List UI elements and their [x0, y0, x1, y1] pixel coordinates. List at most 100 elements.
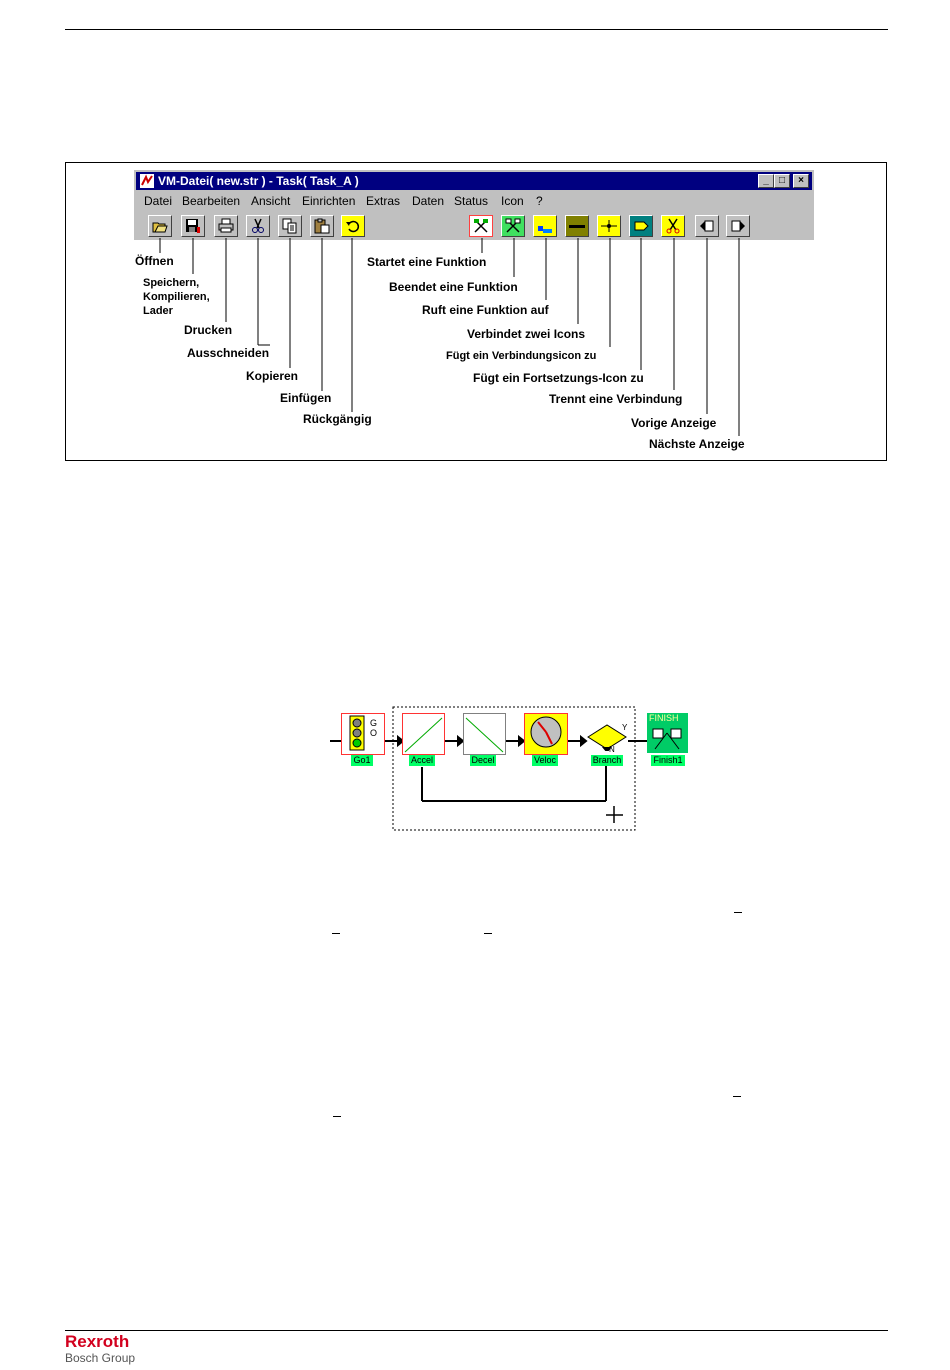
traffic-light-icon — [349, 715, 365, 751]
next-view-icon — [731, 220, 745, 232]
call-function-button[interactable] — [533, 215, 557, 237]
menu-help[interactable]: ? — [536, 194, 543, 208]
call-function-icon — [538, 226, 552, 233]
menu-status[interactable]: Status — [454, 194, 489, 208]
node-decel[interactable] — [463, 713, 506, 755]
disconnect-button[interactable] — [661, 215, 685, 237]
continuation-icon — [634, 221, 649, 231]
label-einfuegen: Einfügen — [280, 391, 332, 405]
dash-mark — [332, 933, 340, 934]
connect-icons-button[interactable] — [565, 215, 589, 237]
node-branch[interactable]: Y N — [586, 721, 628, 754]
node-label-accel: Accel — [409, 755, 435, 766]
end-function-icon — [505, 218, 521, 233]
node-label-go1: Go1 — [351, 755, 373, 766]
branch-n: N — [609, 745, 615, 754]
dash-mark — [484, 933, 492, 934]
label-kopieren: Kopieren — [246, 369, 299, 383]
bottom-rule — [65, 1330, 888, 1331]
figure-frame — [65, 162, 887, 461]
label-verbindungsicon: Fügt ein Verbindungsicon zu — [446, 350, 597, 362]
save-button[interactable] — [181, 215, 205, 237]
app-icon — [140, 174, 154, 188]
label-startet: Startet eine Funktion — [367, 255, 487, 269]
menu-daten[interactable]: Daten — [412, 194, 445, 208]
paste-icon — [314, 218, 330, 234]
node-go1[interactable]: GO — [341, 713, 385, 755]
node-accel[interactable] — [402, 713, 445, 755]
open-button[interactable] — [148, 215, 172, 237]
dash-mark — [733, 1096, 741, 1097]
label-kompilieren: Kompilieren, — [143, 291, 210, 303]
title-bar: VM-Datei( new.str ) - Task( Task_A ) _ □… — [136, 172, 812, 190]
node-veloc[interactable] — [524, 713, 568, 755]
disconnect-icon — [666, 218, 680, 234]
paste-button[interactable] — [310, 215, 334, 237]
end-function-button[interactable] — [501, 215, 525, 237]
continuation-button[interactable] — [629, 215, 653, 237]
speedometer-icon — [530, 716, 562, 748]
menu-ansicht[interactable]: Ansicht — [251, 194, 291, 208]
label-speichern: Speichern, — [143, 277, 200, 289]
connector-button[interactable] — [597, 215, 621, 237]
start-function-icon — [474, 219, 488, 233]
print-icon — [218, 218, 234, 233]
brand-logo: Rexroth Bosch Group — [65, 1332, 136, 1366]
label-oeffnen: Öffnen — [135, 254, 174, 268]
brand-group: Bosch Group — [65, 1351, 136, 1365]
label-trennt: Trennt eine Verbindung — [549, 392, 683, 406]
node-label-decel: Decel — [470, 755, 496, 766]
label-vorige: Vorige Anzeige — [631, 416, 717, 430]
label-naechste: Nächste Anzeige — [649, 437, 745, 451]
print-button[interactable] — [214, 215, 238, 237]
label-lader: Lader — [143, 305, 173, 317]
label-beendet: Beendet eine Funktion — [389, 280, 518, 294]
callout-lines — [159, 238, 740, 436]
connector-icon — [601, 220, 617, 232]
minimize-button[interactable]: _ — [758, 174, 774, 188]
dash-mark — [333, 1116, 341, 1117]
label-ausschneiden: Ausschneiden — [187, 346, 270, 360]
menu-datei[interactable]: Datei — [144, 194, 173, 208]
maximize-button[interactable]: □ — [774, 174, 790, 188]
top-rule — [65, 29, 888, 30]
label-verbindet: Verbindet zwei Icons — [467, 327, 586, 341]
brand-name: Rexroth — [65, 1332, 130, 1351]
node-label-veloc: Veloc — [532, 755, 558, 766]
menu-bar: Datei Bearbeiten Ansicht Einrichten Extr… — [136, 192, 812, 210]
previous-view-icon — [700, 220, 714, 232]
app-window: VM-Datei( new.str ) - Task( Task_A ) _ □… — [134, 170, 814, 240]
save-compile-icon — [186, 219, 200, 233]
copy-icon — [282, 218, 297, 234]
undo-icon — [346, 220, 360, 233]
label-rueckgaengig: Rückgängig — [303, 412, 372, 426]
go-text: GO — [370, 718, 378, 738]
branch-y: Y — [622, 723, 628, 732]
menu-bearbeiten[interactable]: Bearbeiten — [182, 194, 241, 208]
node-finish1[interactable]: FINISH — [647, 713, 688, 753]
menu-icon[interactable]: Icon — [501, 194, 524, 208]
ramp-up-icon — [404, 717, 443, 753]
next-view-button[interactable] — [726, 215, 750, 237]
open-icon — [152, 222, 168, 233]
menu-einrichten[interactable]: Einrichten — [302, 194, 356, 208]
close-button[interactable]: × — [793, 174, 809, 188]
branch-diamond-icon — [587, 724, 627, 753]
label-fortsetzung: Fügt ein Fortsetzungs-Icon zu — [473, 371, 644, 385]
flowchart-canvas — [330, 706, 647, 831]
flowchart: GO Go1 Accel Decel Veloc Y N Branch FINI… — [325, 705, 695, 835]
finish-text: FINISH — [649, 713, 679, 723]
copy-button[interactable] — [278, 215, 302, 237]
cut-icon — [252, 218, 264, 233]
menu-extras[interactable]: Extras — [366, 194, 401, 208]
previous-view-button[interactable] — [695, 215, 719, 237]
node-label-branch: Branch — [591, 755, 623, 766]
undo-button[interactable] — [341, 215, 365, 237]
connect-icons-icon — [569, 225, 585, 228]
cut-button[interactable] — [246, 215, 270, 237]
ramp-down-icon — [465, 717, 504, 753]
label-ruft: Ruft eine Funktion auf — [422, 303, 549, 317]
window-title: VM-Datei( new.str ) - Task( Task_A ) — [158, 174, 359, 188]
start-function-button[interactable] — [469, 215, 493, 237]
checkered-flags-icon — [652, 728, 682, 750]
